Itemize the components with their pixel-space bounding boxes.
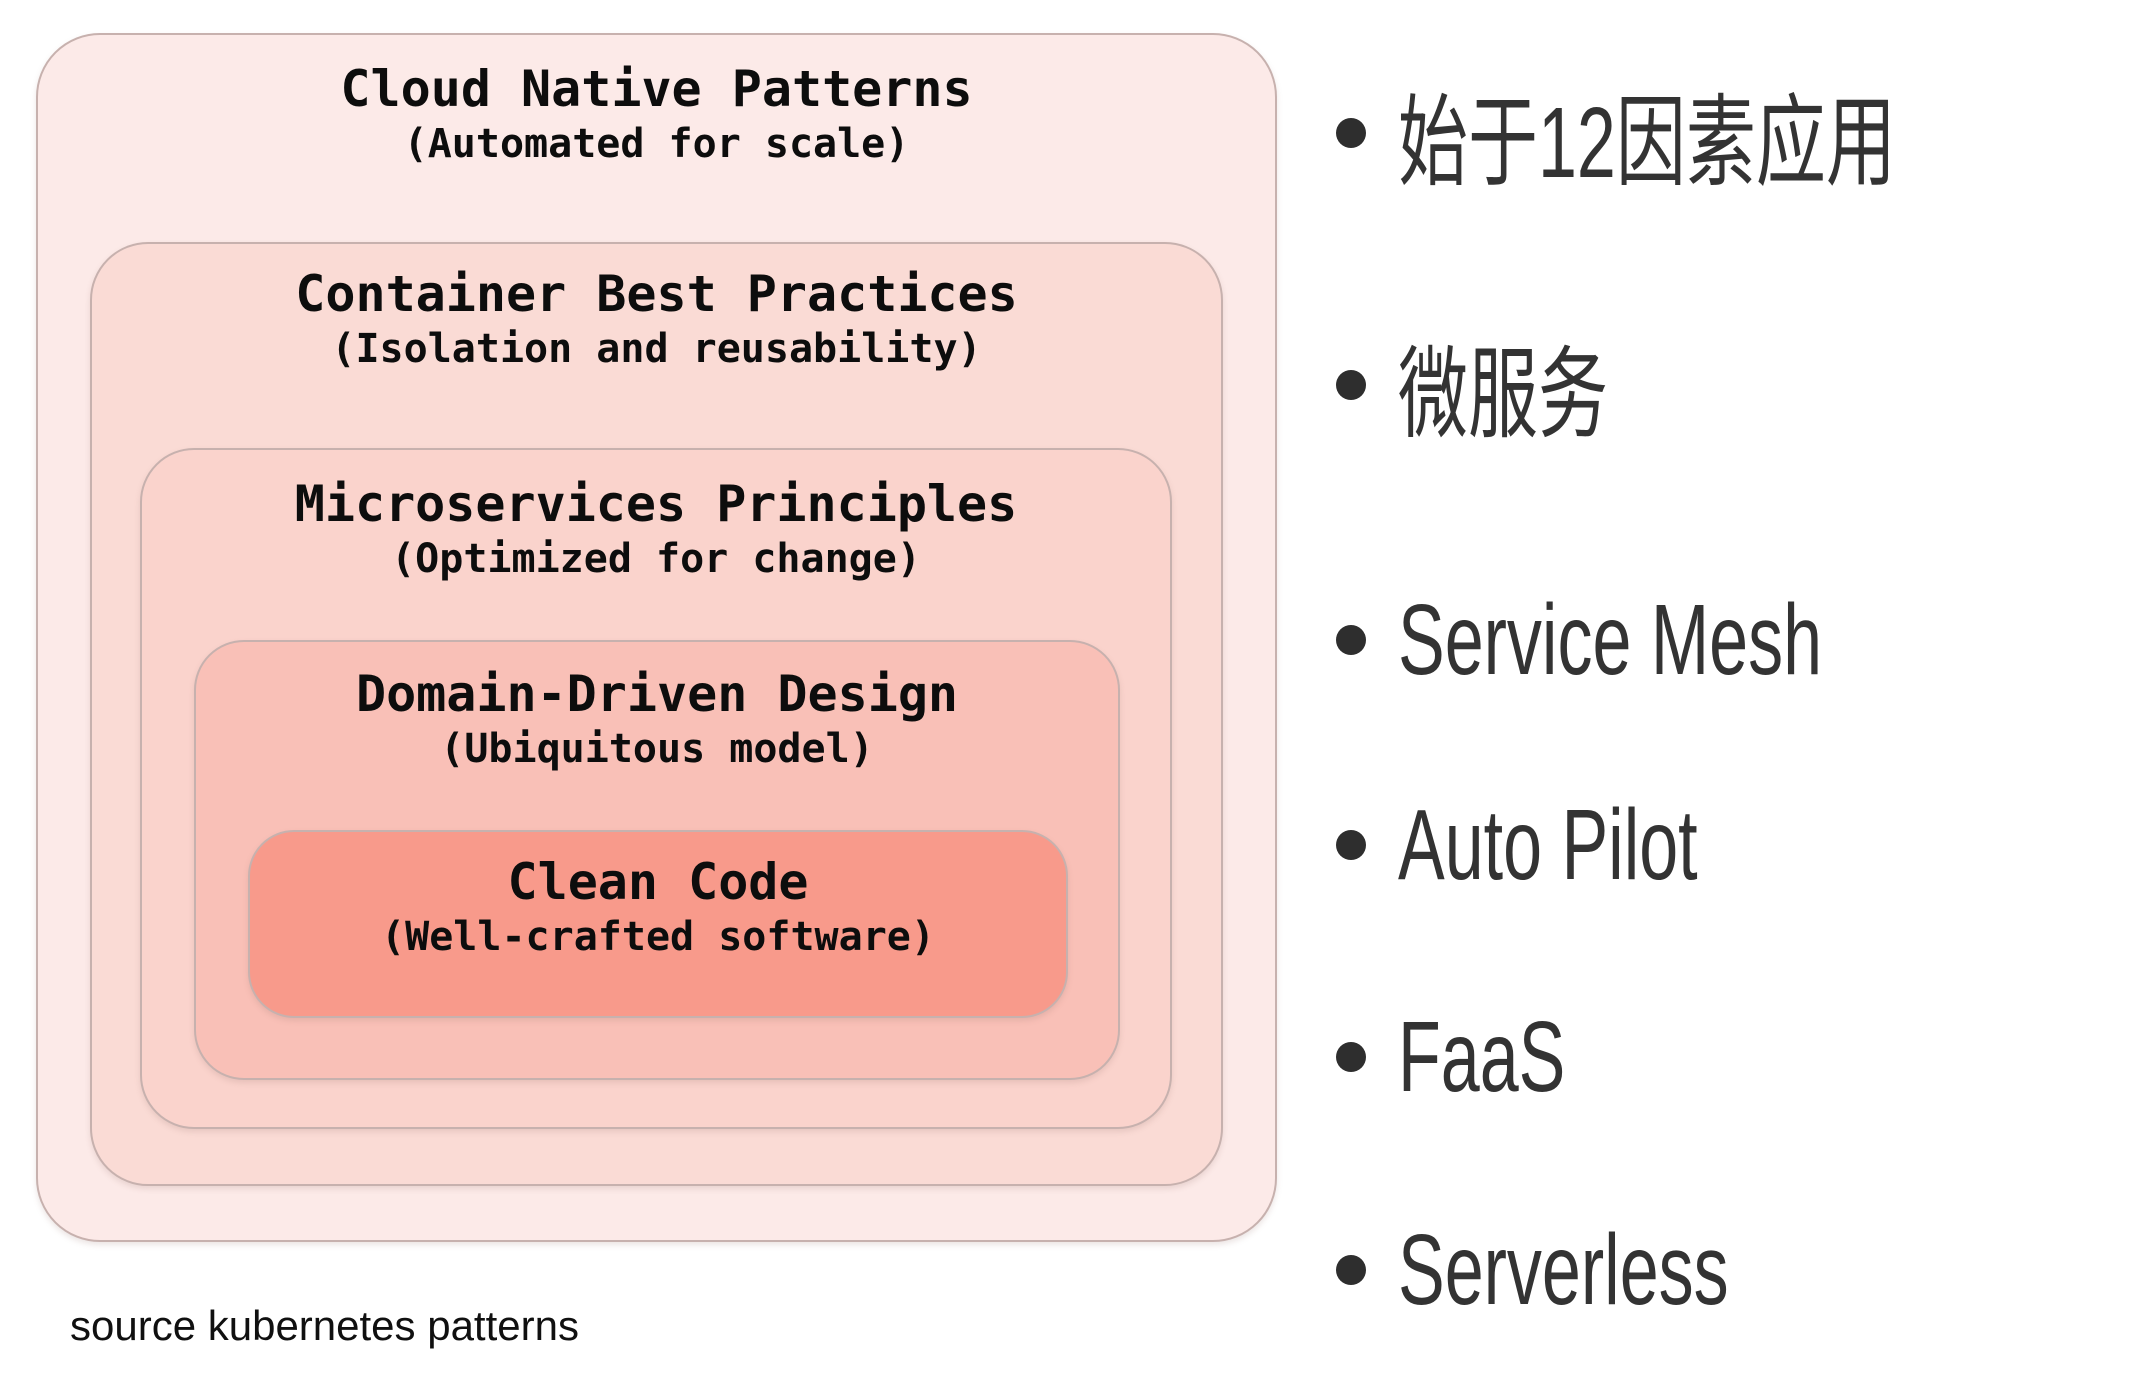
bullet-text: 微服务 — [1398, 338, 1608, 451]
bullet-dot-icon — [1336, 370, 1366, 400]
bullet-item-microservices: 微服务 — [1320, 310, 1698, 460]
bullet-item-serverless: Serverless — [1320, 1195, 1870, 1345]
layer-subtitle-clean-code: (Well-crafted software) — [381, 914, 935, 960]
layer-title-container-best-practices: Container Best Practices — [295, 265, 1018, 323]
layer-subtitle-cloud-native-patterns: (Automated for scale) — [403, 121, 910, 167]
bullet-text: 始于12因素应用 — [1398, 86, 1896, 199]
bullet-text: FaaS — [1398, 1000, 1566, 1113]
bullet-item-12-factor-app: 始于12因素应用 — [1320, 58, 2109, 208]
layer-title-cloud-native-patterns: Cloud Native Patterns — [340, 60, 973, 118]
bullet-dot-icon — [1336, 1255, 1366, 1285]
layer-subtitle-domain-driven-design: (Ubiquitous model) — [440, 726, 874, 772]
bullet-dot-icon — [1336, 830, 1366, 860]
bullet-item-service-mesh: Service Mesh — [1320, 565, 2004, 715]
bullet-item-auto-pilot: Auto Pilot — [1320, 770, 1826, 920]
layer-subtitle-microservices-principles: (Optimized for change) — [391, 536, 921, 582]
bullet-text: Serverless — [1398, 1213, 1729, 1326]
bullet-dot-icon — [1336, 1042, 1366, 1072]
layer-clean-code: Clean Code (Well-crafted software) — [248, 830, 1068, 1018]
bullet-item-faas: FaaS — [1320, 982, 1637, 1132]
layer-subtitle-container-best-practices: (Isolation and reusability) — [331, 326, 982, 372]
bullet-text: Auto Pilot — [1398, 788, 1698, 901]
cloud-native-nested-diagram: Cloud Native Patterns (Automated for sca… — [36, 33, 1277, 1349]
layer-title-clean-code: Clean Code — [507, 853, 809, 911]
bullet-list: 始于12因素应用 微服务 Service Mesh Auto Pilot Faa… — [1320, 0, 2148, 1390]
bullet-text: Service Mesh — [1398, 583, 1823, 696]
layer-title-microservices-principles: Microservices Principles — [294, 475, 1018, 533]
layer-title-domain-driven-design: Domain-Driven Design — [355, 665, 959, 723]
bullet-dot-icon — [1336, 625, 1366, 655]
bullet-dot-icon — [1336, 118, 1366, 148]
source-note: source kubernetes patterns — [70, 1302, 579, 1349]
